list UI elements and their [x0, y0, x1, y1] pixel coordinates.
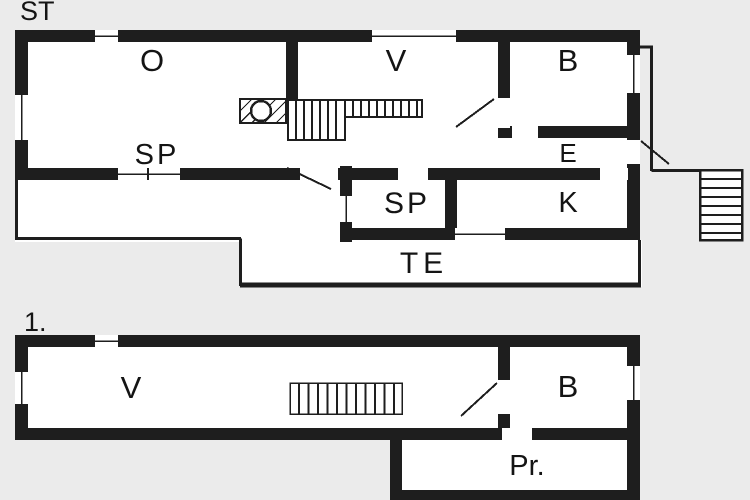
room-label-v-first: V	[120, 370, 142, 405]
st-terrace-lines	[15, 180, 641, 288]
st-door-swings	[286, 98, 670, 190]
room-label-o-st: O	[139, 43, 165, 78]
st-floor-windows	[15, 30, 640, 240]
first-floor-title: 1.	[24, 307, 47, 337]
first-floor-fills	[15, 335, 640, 500]
st-internal-stairs	[287, 99, 423, 141]
first-floor-stairs	[289, 382, 403, 415]
st-floor-title: ST	[20, 0, 55, 26]
st-exterior-stair	[640, 45, 744, 242]
st-floor-fills	[15, 30, 642, 287]
first-floor-windows	[15, 335, 640, 440]
room-label-b-first: B	[557, 369, 579, 404]
chimney-symbol	[239, 98, 287, 124]
room-label-te-st: TE	[399, 247, 449, 280]
room-label-pr-first: Pr.	[509, 450, 545, 482]
room-label-sp-left-st: SP	[134, 139, 180, 171]
room-label-k-st: K	[558, 187, 578, 219]
room-label-b-st: B	[557, 43, 579, 78]
room-label-v-st: V	[385, 43, 407, 78]
room-label-e-st: E	[559, 138, 577, 168]
room-label-sp-mid-st: SP	[383, 187, 431, 220]
first-floor-door-swings	[460, 382, 498, 417]
